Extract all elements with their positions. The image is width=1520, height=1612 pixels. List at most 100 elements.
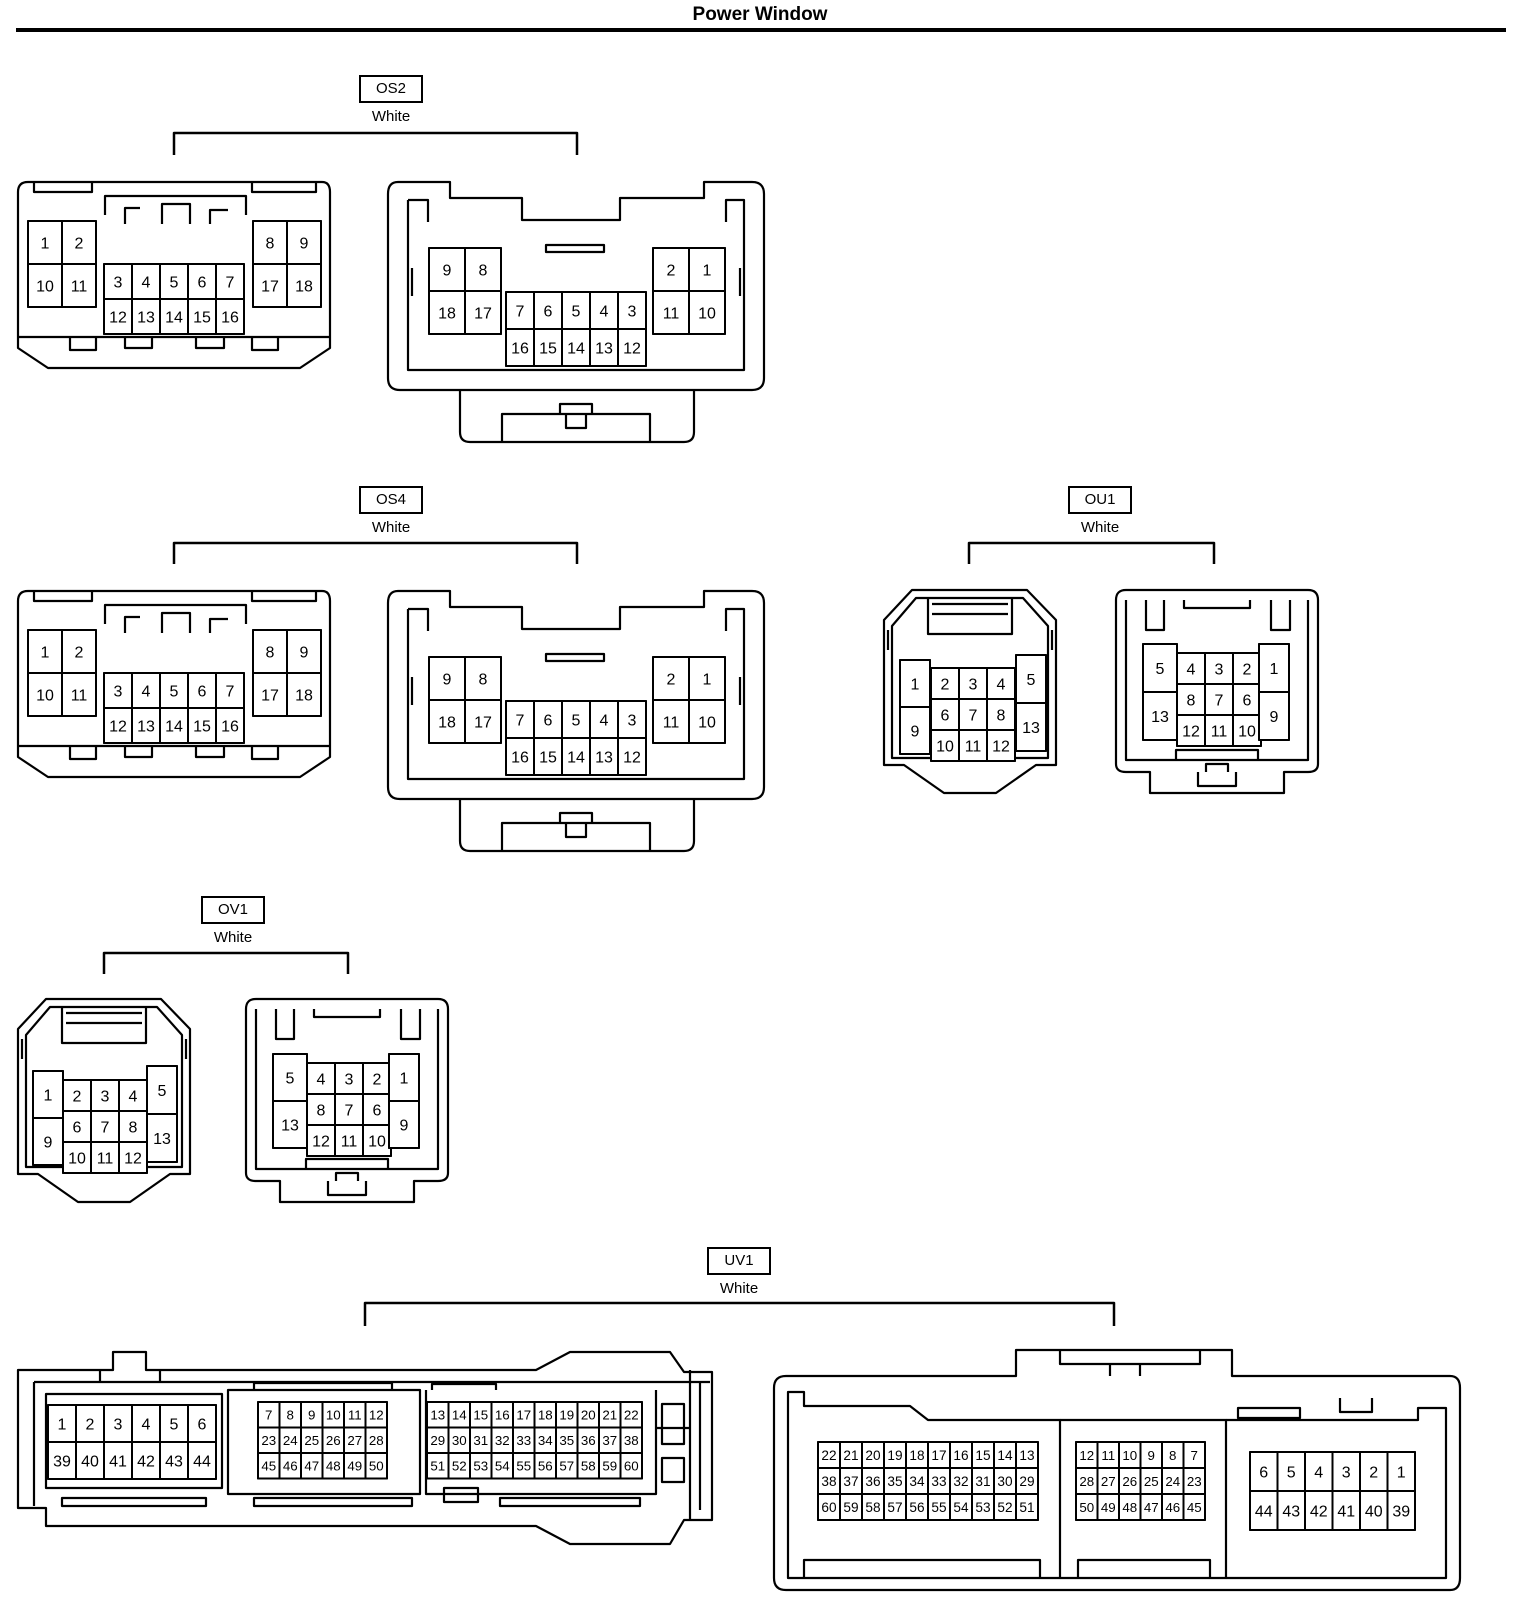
pin-number: 18 xyxy=(295,687,313,704)
pin-number: 11 xyxy=(348,1408,362,1423)
pin-number: 5 xyxy=(170,1416,179,1433)
pin-number: 17 xyxy=(931,1448,946,1463)
pin-number: 4 xyxy=(142,1416,151,1433)
pin-number: 33 xyxy=(516,1433,531,1448)
pin-cell xyxy=(688,699,726,744)
pin-number: 15 xyxy=(539,340,557,357)
pin-number: 13 xyxy=(430,1408,445,1423)
pin-number: 31 xyxy=(975,1474,990,1489)
pin-number: 15 xyxy=(539,749,557,766)
pin-cell xyxy=(215,707,245,744)
pin-number: 4 xyxy=(600,303,609,320)
os2-code-label: OS2 xyxy=(359,75,423,103)
pin-number: 14 xyxy=(567,749,585,766)
pin-number: 18 xyxy=(538,1408,553,1423)
pin-number: 4 xyxy=(317,1071,326,1088)
pin-number: 44 xyxy=(193,1453,211,1470)
pin-number: 11 xyxy=(97,1150,114,1167)
os2-female-housing xyxy=(386,180,766,444)
pin-number: 59 xyxy=(843,1500,858,1515)
pin-number: 2 xyxy=(373,1071,382,1088)
pin-number: 35 xyxy=(887,1474,902,1489)
pin-number: 1 xyxy=(41,644,50,661)
pin-cell xyxy=(619,1452,643,1480)
pin-number: 11 xyxy=(1101,1448,1115,1463)
pin-number: 55 xyxy=(931,1500,946,1515)
pin-number: 1 xyxy=(1397,1464,1406,1481)
pin-number: 8 xyxy=(1187,692,1196,709)
pin-number: 45 xyxy=(1187,1500,1202,1515)
pin-number: 9 xyxy=(400,1117,409,1134)
pin-number: 9 xyxy=(911,723,920,740)
os4-color-label: White xyxy=(371,519,411,536)
os4-code-label: OS4 xyxy=(359,486,423,514)
pin-number: 33 xyxy=(931,1474,946,1489)
pin-number: 31 xyxy=(473,1433,488,1448)
pin-number: 13 xyxy=(281,1117,299,1134)
pin-number: 4 xyxy=(142,274,151,291)
pin-number: 8 xyxy=(997,707,1006,724)
pin-number: 19 xyxy=(887,1448,902,1463)
pin-number: 57 xyxy=(887,1500,902,1515)
os2-color-label: White xyxy=(371,108,411,125)
pin-number: 28 xyxy=(1079,1474,1094,1489)
pin-number: 32 xyxy=(953,1474,968,1489)
pin-number: 46 xyxy=(283,1459,298,1474)
pin-number: 11 xyxy=(663,305,680,322)
pin-number: 43 xyxy=(165,1453,183,1470)
ou1-view1-block3: 513 xyxy=(1015,654,1047,752)
pin-number: 9 xyxy=(443,671,452,688)
pin-number: 34 xyxy=(909,1474,925,1489)
pin-number: 2 xyxy=(75,644,84,661)
pin-number: 3 xyxy=(114,274,123,291)
os4-bracket xyxy=(172,541,579,564)
pin-number: 9 xyxy=(443,262,452,279)
pin-number: 10 xyxy=(936,738,954,755)
ou1-view1-block1: 19 xyxy=(899,659,931,755)
pin-number: 1 xyxy=(1270,661,1279,678)
pin-number: 54 xyxy=(495,1459,510,1474)
pin-number: 6 xyxy=(1243,692,1252,709)
pin-number: 12 xyxy=(623,749,641,766)
pin-cell xyxy=(464,290,502,335)
pin-number: 13 xyxy=(1022,720,1040,737)
pin-number: 5 xyxy=(286,1070,295,1087)
pin-number: 11 xyxy=(965,738,982,755)
pin-number: 10 xyxy=(368,1133,386,1150)
pin-number: 7 xyxy=(226,274,235,291)
pin-number: 37 xyxy=(843,1474,858,1489)
ov1-code-label: OV1 xyxy=(201,896,265,924)
ou1-view2-block1: 513 xyxy=(1142,643,1178,741)
pin-number: 12 xyxy=(1079,1448,1094,1463)
pin-number: 57 xyxy=(559,1459,574,1474)
pin-number: 54 xyxy=(953,1500,969,1515)
pin-number: 49 xyxy=(347,1459,362,1474)
pin-number: 4 xyxy=(129,1088,138,1105)
pin-number: 3 xyxy=(114,1416,123,1433)
pin-cell xyxy=(61,263,97,308)
ov1-female-housing xyxy=(244,997,450,1204)
pin-number: 23 xyxy=(1187,1474,1202,1489)
pin-number: 9 xyxy=(1270,709,1279,726)
pin-number: 5 xyxy=(572,303,581,320)
uv1-female-housing xyxy=(772,1348,1462,1592)
pin-number: 8 xyxy=(266,235,275,252)
pin-number: 3 xyxy=(628,303,637,320)
pin-number: 1 xyxy=(703,671,712,688)
uv1-color-label: White xyxy=(719,1280,759,1297)
pin-number: 6 xyxy=(1259,1464,1268,1481)
pin-number: 12 xyxy=(312,1133,330,1150)
pin-number: 7 xyxy=(516,712,525,729)
pin-number: 10 xyxy=(36,687,54,704)
pin-number: 14 xyxy=(165,718,183,735)
title-rule xyxy=(16,28,1506,32)
pin-number: 2 xyxy=(667,671,676,688)
pin-number: 15 xyxy=(193,718,211,735)
pin-number: 16 xyxy=(511,749,529,766)
pin-number: 10 xyxy=(698,305,716,322)
